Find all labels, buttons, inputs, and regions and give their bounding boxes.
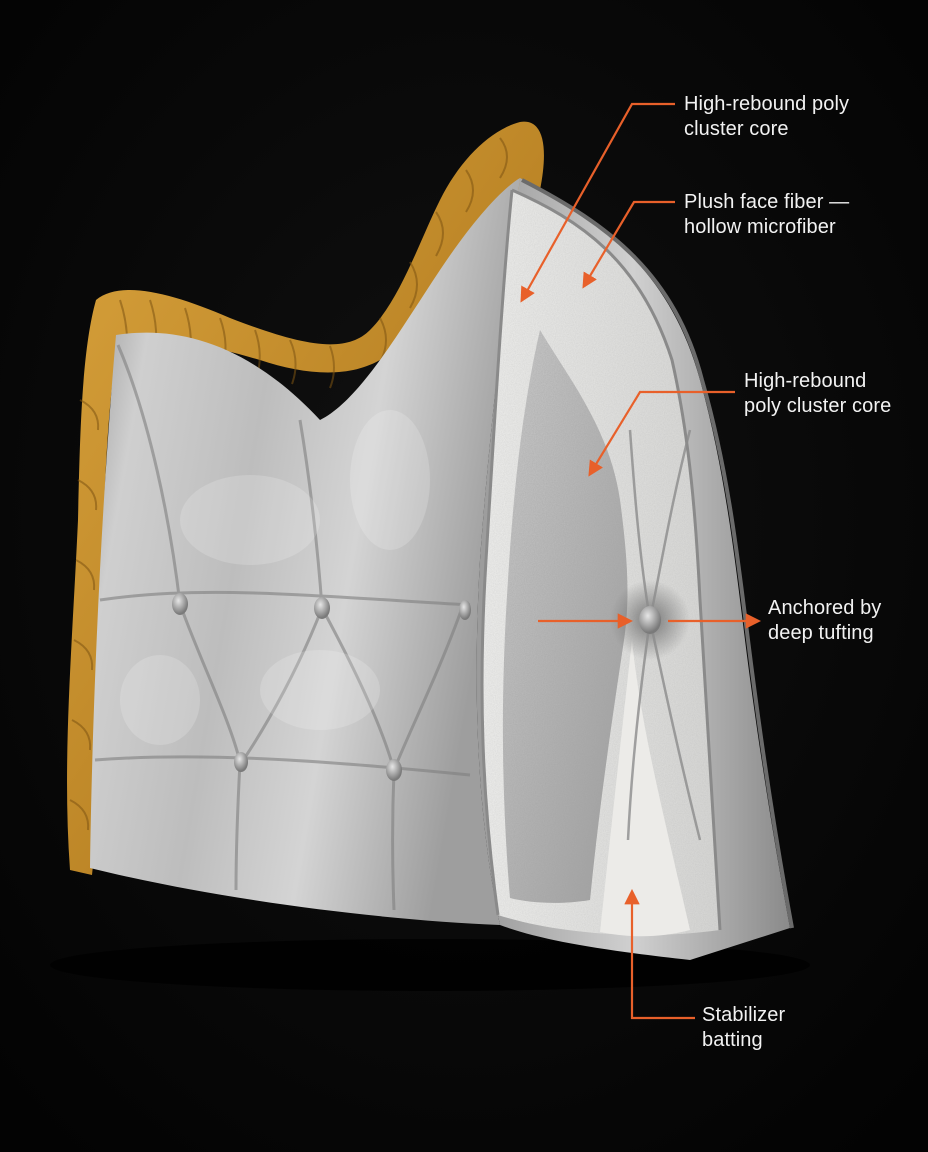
callout-line: hollow microfiber xyxy=(684,216,836,238)
side-piping xyxy=(521,178,794,929)
arrow-stabilizer xyxy=(624,888,695,1020)
callout-line: High-rebound xyxy=(744,370,867,392)
arrow-face-fiber xyxy=(582,200,675,289)
ruffle-trim xyxy=(67,121,544,876)
floor-shadow xyxy=(50,939,810,991)
pillow-front-face xyxy=(90,178,520,925)
arrow-cluster-core-mid xyxy=(588,390,735,477)
callout-line: Anchored by xyxy=(768,597,882,619)
callout-line: batting xyxy=(702,1029,763,1051)
callout-line: Plush face fiber — xyxy=(684,191,850,213)
callout-line: poly cluster core xyxy=(744,395,892,417)
callout-face-fiber: Plush face fiber — hollow microfiber xyxy=(684,190,849,240)
front-tuft-buttons xyxy=(172,593,471,781)
callout-line: Stabilizer xyxy=(702,1004,786,1026)
callout-cluster-core-mid: High-rebound poly cluster core xyxy=(744,369,891,419)
stabilizer-batting-layer xyxy=(600,640,690,937)
side-tuft-button xyxy=(639,606,661,634)
callout-tufting: Anchored by deep tufting xyxy=(768,596,881,646)
callout-line: High-rebound poly xyxy=(684,93,850,115)
side-tuft-channels xyxy=(626,429,702,841)
callout-arrows xyxy=(520,102,762,1020)
callout-stabilizer: Stabilizer batting xyxy=(702,1003,785,1053)
callout-cluster-core-top: High-rebound poly cluster core xyxy=(684,92,849,142)
callout-line: cluster core xyxy=(684,118,789,140)
tuft-channels xyxy=(94,344,471,911)
velvet-highlights xyxy=(120,410,430,745)
arrow-cluster-core-top xyxy=(520,102,675,303)
inner-seams xyxy=(480,188,722,931)
callout-line: deep tufting xyxy=(768,622,874,644)
